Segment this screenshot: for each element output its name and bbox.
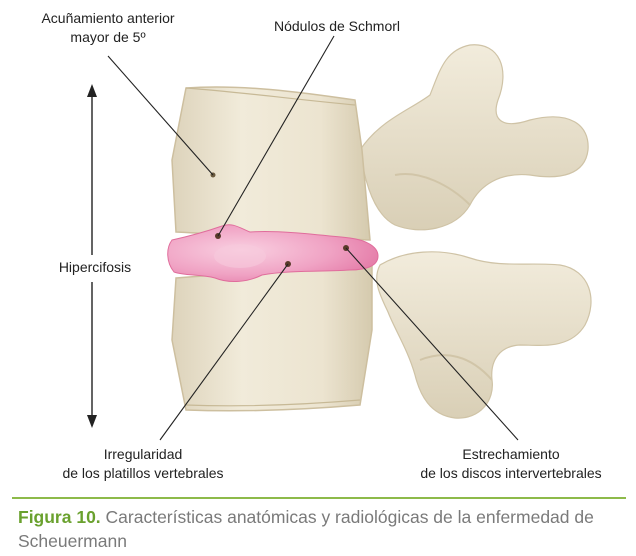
irregularity-leader — [159, 263, 289, 441]
figure-caption: Figura 10. Características anatómicas y … — [18, 505, 628, 553]
irregularity-label-line-2: de los platillos vertebrales — [62, 465, 224, 481]
leader-lines — [107, 35, 519, 441]
wedge-label-line-2: mayor de 5º — [70, 29, 146, 45]
narrowing-label-line-1: Estrechamiento — [462, 446, 560, 462]
irregularity-label-line-1: Irregularidad — [103, 446, 183, 462]
schmorl-leader — [217, 35, 335, 237]
intervertebral-disc — [167, 224, 379, 283]
upper-vertebral-body — [171, 86, 371, 241]
schmorl-label: Nódulos de Schmorl — [273, 18, 401, 34]
lower-posterior-arch — [354, 251, 592, 419]
wedge-label-line-1: Acuñamiento anterior — [41, 10, 175, 26]
wedge-label: Acuñamiento anterior mayor de 5º — [28, 9, 188, 47]
figure-number: Figura 10. — [18, 507, 101, 527]
upper-posterior-arch — [354, 44, 589, 231]
lower-vertebral-body — [171, 265, 373, 412]
narrowing-leader — [345, 247, 519, 441]
narrowing-label: Estrechamiento de los discos interverteb… — [398, 445, 624, 483]
wedge-leader — [107, 55, 214, 176]
caption-text: Características anatómicas y radiológica… — [18, 507, 594, 551]
kyphosis-label: Hipercifosis — [58, 259, 132, 275]
kyphosis-arrow — [87, 84, 97, 428]
caption-divider — [12, 497, 626, 499]
spine-illustration — [87, 35, 592, 441]
narrowing-label-line-2: de los discos intervertebrales — [420, 465, 602, 481]
irregularity-label: Irregularidad de los platillos vertebral… — [38, 445, 248, 483]
scheuermann-figure: Acuñamiento anterior mayor de 5º Nódulos… — [28, 9, 624, 483]
